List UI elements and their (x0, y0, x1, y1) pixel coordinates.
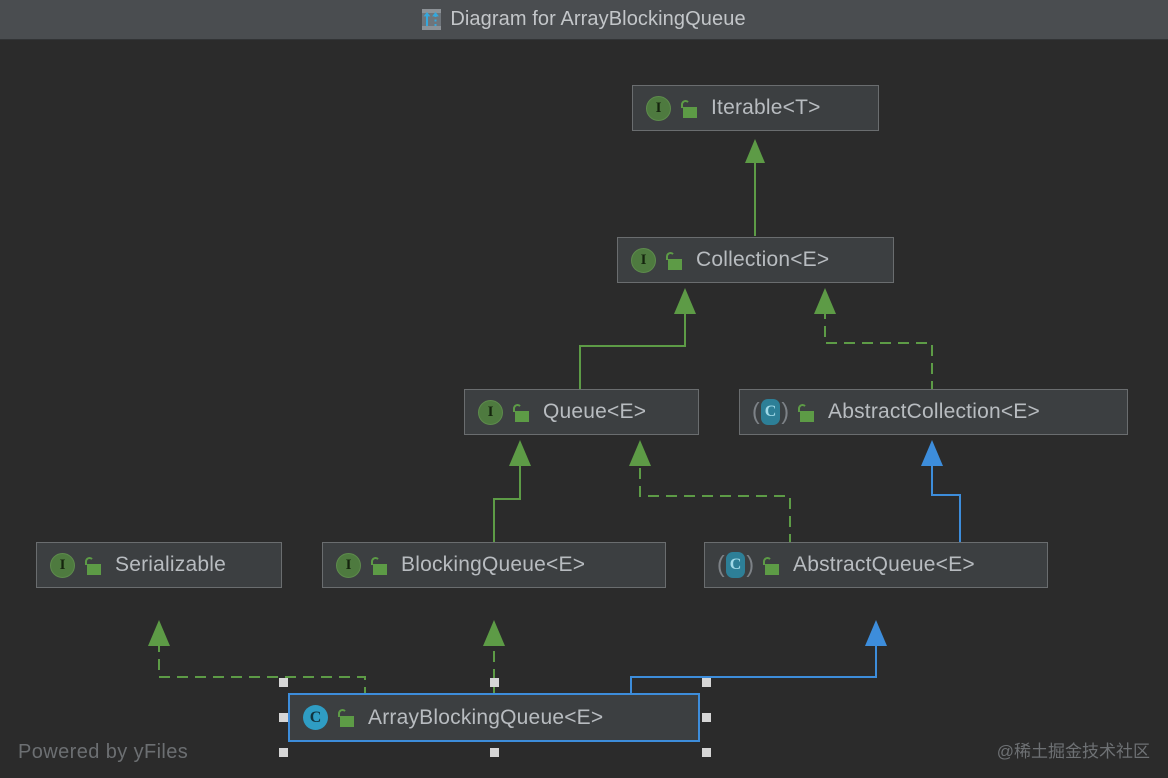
selection-handle-s[interactable] (490, 748, 499, 757)
node-label: Queue<E> (543, 400, 647, 423)
edge-abstractqueue-to-abstractcollection (921, 440, 961, 545)
abstract-class-icon: (C) (717, 551, 754, 578)
node-label: ArrayBlockingQueue<E> (368, 705, 604, 729)
powered-by-label: Powered by yFiles (18, 741, 189, 763)
public-unlocked-icon (797, 403, 814, 422)
interface-icon: I (50, 552, 75, 578)
selection-handle-nw[interactable] (279, 678, 288, 687)
interface-icon: I (478, 399, 503, 425)
node-label: AbstractQueue<E> (793, 553, 975, 576)
window-title: Diagram for ArrayBlockingQueue (450, 8, 746, 30)
public-unlocked-icon (337, 708, 354, 727)
diagram-hierarchy-icon (422, 9, 442, 30)
node-iterable[interactable]: I Iterable<T> (632, 85, 879, 131)
window-titlebar: Diagram for ArrayBlockingQueue (0, 0, 1168, 40)
selection-handle-e[interactable] (702, 713, 711, 722)
selection-handle-se[interactable] (702, 748, 711, 757)
class-icon: C (303, 705, 328, 730)
public-unlocked-icon (665, 251, 682, 270)
edge-abstractcollection-to-collection (814, 288, 933, 392)
node-label: AbstractCollection<E> (828, 400, 1040, 423)
selection-handle-sw[interactable] (279, 748, 288, 757)
node-label: BlockingQueue<E> (401, 553, 586, 576)
edge-blockingqueue-to-queue (493, 440, 531, 545)
interface-icon: I (646, 95, 671, 121)
watermark-label: @稀土掘金技术社区 (996, 742, 1150, 761)
node-blocking-queue[interactable]: I BlockingQueue<E> (322, 542, 666, 588)
abstract-class-icon: (C) (752, 398, 789, 425)
node-label: Serializable (115, 553, 226, 576)
node-label: Iterable<T> (711, 96, 821, 119)
interface-icon: I (336, 552, 361, 578)
public-unlocked-icon (512, 403, 529, 422)
edge-abstractqueue-to-queue (629, 440, 791, 545)
node-label: Collection<E> (696, 248, 830, 271)
public-unlocked-icon (370, 556, 387, 575)
node-queue[interactable]: I Queue<E> (464, 389, 699, 435)
edge-collection-to-iterable (745, 139, 765, 236)
selection-handle-ne[interactable] (702, 678, 711, 687)
node-abstract-collection[interactable]: (C) AbstractCollection<E> (739, 389, 1128, 435)
diagram-canvas[interactable]: I Iterable<T> I Collection<E> I Queue<E> (0, 40, 1168, 778)
node-array-blocking-queue[interactable]: C ArrayBlockingQueue<E> (288, 693, 700, 742)
interface-icon: I (631, 247, 656, 273)
selection-handle-w[interactable] (279, 713, 288, 722)
public-unlocked-icon (680, 99, 697, 118)
node-abstract-queue[interactable]: (C) AbstractQueue<E> (704, 542, 1048, 588)
public-unlocked-icon (84, 556, 101, 575)
public-unlocked-icon (762, 556, 779, 575)
node-collection[interactable]: I Collection<E> (617, 237, 894, 283)
edge-queue-to-collection (579, 288, 696, 392)
node-serializable[interactable]: I Serializable (36, 542, 282, 588)
selection-handle-n[interactable] (490, 678, 499, 687)
